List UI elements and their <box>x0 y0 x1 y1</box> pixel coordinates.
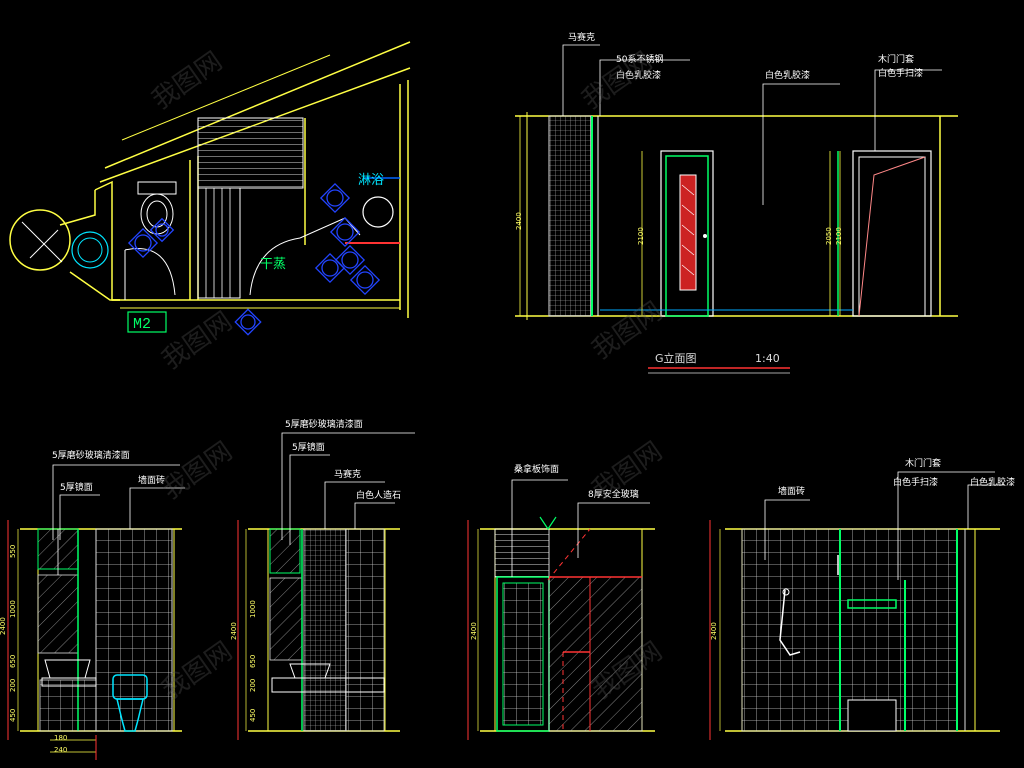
dim-e2-650: 650 <box>249 655 257 668</box>
floor-plan: 淋浴 干蒸 M2 <box>9 41 411 336</box>
elevation-3: 2400 桑拿板饰面 8厚安全玻璃 <box>467 463 655 740</box>
elevation-scale: 1:40 <box>755 352 780 365</box>
callout-e4-wall-tile: 墙面砖 <box>778 485 805 497</box>
dry-sauna-label: 干蒸 <box>260 257 286 272</box>
dim-e1-450: 450 <box>9 709 17 722</box>
callout-door-frame: 木门门套 <box>878 53 914 65</box>
watermark-5: 我图网 <box>157 436 238 505</box>
callout-e2-mirror: 5厚镜面 <box>292 441 325 453</box>
callout-e4-hand-paint: 白色手扫漆 <box>893 476 938 488</box>
callout-white-paint-1: 白色乳胶漆 <box>616 69 661 81</box>
dim-e1-550: 550 <box>9 545 17 558</box>
dim-e1-180: 180 <box>54 734 67 742</box>
dim-height-g: 2400 <box>515 212 523 230</box>
door-tag: M2 <box>133 316 151 333</box>
dim-e2-200: 200 <box>249 679 257 692</box>
callout-hand-paint: 白色手扫漆 <box>878 67 923 79</box>
callout-e1-wall-tile: 墙面砖 <box>138 474 165 486</box>
dim-e1-2400: 2400 <box>0 617 7 635</box>
elevation-1: 550 1000 650 200 450 2400 180 240 5厚磨砂玻璃… <box>0 449 185 760</box>
callout-e1-frosted-glass: 5厚磨砂玻璃清漆面 <box>52 449 130 461</box>
dim-e2-1000: 1000 <box>249 600 257 618</box>
callout-mosaic: 马赛克 <box>568 31 595 43</box>
dim-e3-2400: 2400 <box>470 622 478 640</box>
dim-e2-2400: 2400 <box>230 622 238 640</box>
elevation-g: 2400 2100 2050 2100 马赛克 50系不锈钢 白色乳胶漆 白色乳… <box>515 31 958 374</box>
dim-door2a: 2050 <box>825 227 833 245</box>
callout-e2-mosaic: 马赛克 <box>334 468 361 480</box>
dim-e1-650: 650 <box>9 655 17 668</box>
elevation-title: G立面图 <box>655 351 697 365</box>
callout-white-paint-2: 白色乳胶漆 <box>765 69 810 81</box>
watermark-4: 我图网 <box>157 306 238 375</box>
dim-e2-450: 450 <box>249 709 257 722</box>
callout-e3-safety-glass: 8厚安全玻璃 <box>588 488 639 500</box>
callout-e1-mirror: 5厚镜面 <box>60 481 93 493</box>
callout-e2-artificial-stone: 白色人造石 <box>356 489 401 501</box>
door-tag-box <box>127 311 167 333</box>
elevation-2: 450 200 650 1000 2400 5厚磨砂玻璃清漆面 5厚镜面 马赛克… <box>230 418 415 740</box>
callout-e4-latex-paint: 白色乳胶漆 <box>970 476 1015 488</box>
elevation-4: 2400 墙面砖 木门门套 白色手扫漆 白色乳胶漆 <box>709 457 1015 740</box>
dim-e4-2400: 2400 <box>710 622 718 640</box>
callout-steel: 50系不锈钢 <box>616 53 663 65</box>
dim-door2b: 2100 <box>835 227 843 245</box>
dim-door1: 2100 <box>637 227 645 245</box>
dim-e1-200: 200 <box>9 679 17 692</box>
callout-e2-frosted-glass: 5厚磨砂玻璃清漆面 <box>285 418 363 430</box>
watermark-1: 我图网 <box>147 46 228 115</box>
callout-e4-door-frame: 木门门套 <box>905 457 941 469</box>
dim-e1-240: 240 <box>54 746 67 754</box>
callout-e3-sauna-board: 桑拿板饰面 <box>514 463 559 475</box>
dim-e1-1000: 1000 <box>9 600 17 618</box>
shower-label: 淋浴 <box>358 173 384 188</box>
